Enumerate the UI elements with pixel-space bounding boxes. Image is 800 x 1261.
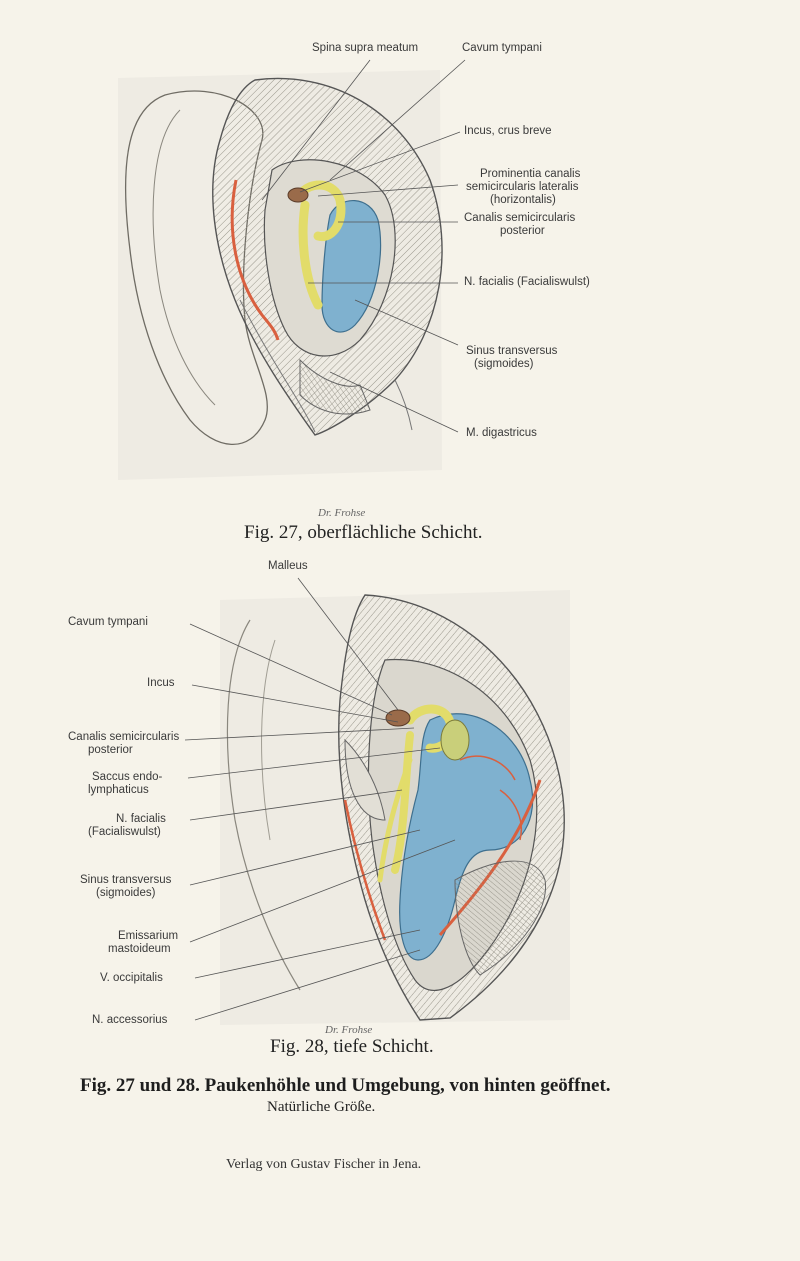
fig27-label-spina: Spina supra meatum — [312, 42, 419, 54]
fig28-label-saccus-1: Saccus endo- — [92, 771, 163, 783]
fig28-leader-lines — [184, 577, 456, 1021]
fig27-label-cavum: Cavum tympani — [462, 42, 542, 54]
fig27-label-sinus-1: Sinus transversus — [466, 345, 558, 357]
fig27-m-digastricus — [299, 358, 371, 415]
fig27-incus — [287, 187, 309, 203]
fig27-label-canalis-2: posterior — [500, 225, 545, 237]
fig27-label-canalis-1: Canalis semicircularis — [464, 212, 576, 224]
fig28-label-canalis-2: posterior — [88, 744, 133, 756]
fig27-label-prominentia-3: (horizontalis) — [490, 194, 556, 206]
fig28-label-emissarium-1: Emissarium — [118, 930, 179, 942]
fig28-label-sinus-2: (sigmoides) — [96, 887, 156, 899]
fig27-label-digastricus: M. digastricus — [466, 427, 537, 439]
fig28-label-facialis-2: (Facialiswulst) — [88, 826, 161, 838]
fig27-signature: Dr. Frohse — [318, 507, 366, 519]
fig28-signature: Dr. Frohse — [325, 1024, 373, 1036]
fig27-leader-lines — [261, 59, 466, 433]
fig28-label-saccus-2: lymphaticus — [88, 784, 149, 796]
plate-subtitle: Natürliche Größe. — [267, 1099, 376, 1115]
fig28-label-emissarium-2: mastoideum — [108, 943, 171, 955]
fig27-label-incus: Incus, crus breve — [464, 125, 552, 137]
fig28-label-n-accessorius: N. accessorius — [92, 1014, 168, 1026]
fig28-label-v-occipitalis: V. occipitalis — [100, 972, 163, 984]
fig28-auricle — [226, 619, 301, 991]
fig28-label-malleus: Malleus — [268, 560, 308, 572]
fig28-label-sinus-1: Sinus transversus — [80, 874, 172, 886]
publisher-line: Verlag von Gustav Fischer in Jena. — [226, 1157, 422, 1172]
fig27-label-sinus-2: (sigmoides) — [474, 358, 534, 370]
fig27-caption: Fig. 27, oberflächliche Schicht. — [244, 522, 483, 543]
fig27-artery — [230, 179, 280, 341]
fig28-label-canalis-1: Canalis semicircularis — [68, 731, 180, 743]
fig27-n-facialis — [298, 200, 323, 310]
fig27-label-prominentia-2: semicircularis lateralis — [466, 181, 579, 193]
fig28-saccus-endolymphaticus — [440, 719, 470, 761]
fig27-canalis-semicircularis — [295, 180, 346, 242]
fig28-label-facialis-1: N. facialis — [116, 813, 166, 825]
plate-title: Fig. 27 und 28. Paukenhöhle und Umgebung… — [80, 1075, 611, 1096]
fig28-n-facialis — [391, 731, 414, 874]
fig28-label-cavum: Cavum tympani — [68, 616, 148, 628]
fig28-muscle — [454, 860, 547, 976]
fig27-label-facialis: N. facialis (Facialiswulst) — [464, 276, 590, 288]
fig28-incus — [385, 709, 411, 727]
fig28-caption: Fig. 28, tiefe Schicht. — [270, 1036, 434, 1057]
fig27-label-prominentia-1: Prominentia canalis — [480, 168, 581, 180]
fig28-label-incus: Incus — [147, 677, 175, 689]
